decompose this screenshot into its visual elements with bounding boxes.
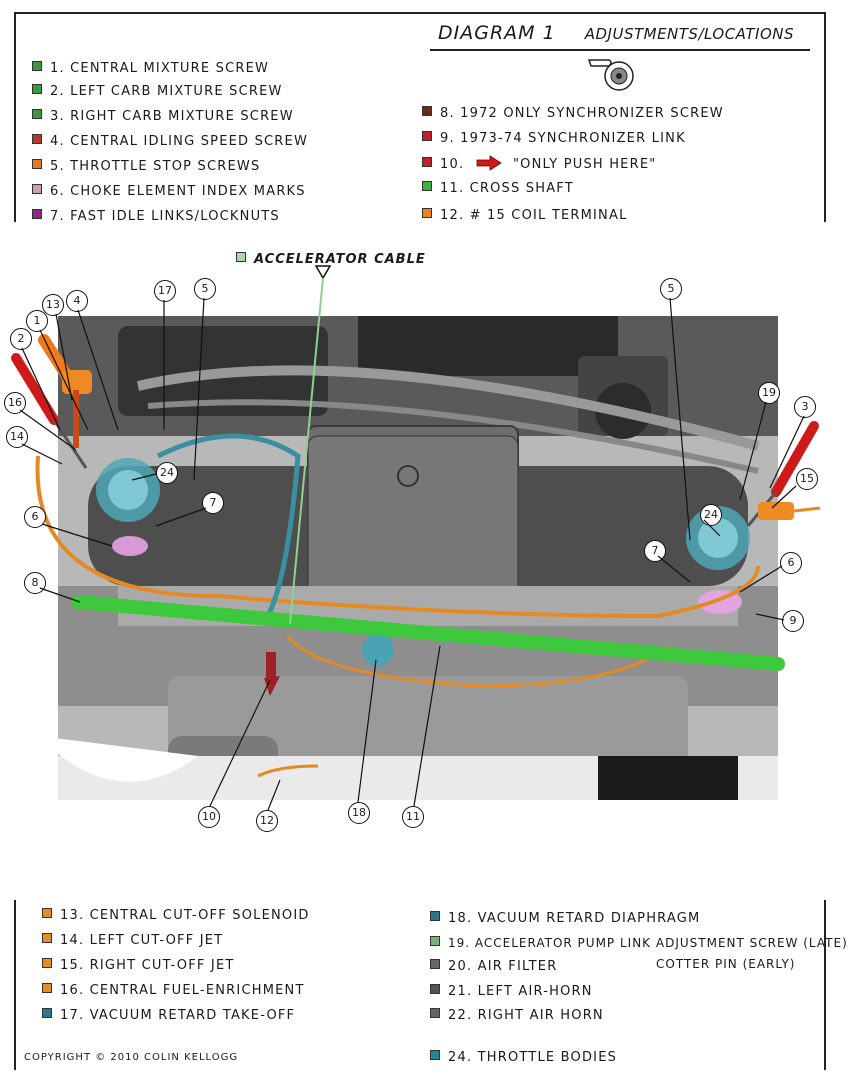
legend-item-13: 13. CENTRAL CUT-OFF SOLENOID bbox=[42, 908, 310, 923]
legend-swatch bbox=[42, 983, 52, 993]
title-text: DIAGRAM 1 bbox=[438, 22, 556, 44]
accelerator-cable-pointer bbox=[289, 265, 332, 625]
title-subtitle: ADJUSTMENTS/LOCATIONS bbox=[584, 25, 794, 43]
callout-11: 11 bbox=[402, 806, 424, 828]
legend-swatch bbox=[32, 134, 42, 144]
callout-5-right: 5 bbox=[660, 278, 682, 300]
legend-item-19-extra: COTTER PIN (EARLY) bbox=[656, 957, 796, 971]
legend-swatch bbox=[422, 131, 432, 141]
legend-item-16: 16. CENTRAL FUEL-ENRICHMENT bbox=[42, 983, 305, 998]
legend-item-18: 18. VACUUM RETARD DIAPHRAGM bbox=[430, 911, 700, 926]
callout-19: 19 bbox=[758, 382, 780, 404]
callout-9: 9 bbox=[782, 610, 804, 632]
legend-swatch bbox=[32, 159, 42, 169]
legend-swatch bbox=[42, 933, 52, 943]
legend-item-21: 21. LEFT AIR-HORN bbox=[430, 984, 593, 999]
legend-item-2: 2. LEFT CARB MIXTURE SCREW bbox=[32, 84, 283, 99]
copyright: COPYRIGHT © 2010 COLIN KELLOGG bbox=[24, 1052, 239, 1063]
legend-item-24: 24. THROTTLE BODIES bbox=[430, 1050, 617, 1065]
callout-10: 10 bbox=[198, 806, 220, 828]
legend-swatch bbox=[430, 1050, 440, 1060]
callout-18: 18 bbox=[348, 802, 370, 824]
legend-item-11: 11. CROSS SHAFT bbox=[422, 181, 574, 196]
legend-item-7: 7. FAST IDLE LINKS/LOCKNUTS bbox=[32, 209, 280, 224]
legend-swatch bbox=[422, 106, 432, 116]
legend-item-5: 5. THROTTLE STOP SCREWS bbox=[32, 159, 260, 174]
legend-item-9: 9. 1973-74 SYNCHRONIZER LINK bbox=[422, 131, 686, 146]
callout-7-left: 7 bbox=[202, 492, 224, 514]
top-frame bbox=[14, 12, 826, 222]
legend-item-20: 20. AIR FILTER bbox=[430, 959, 557, 974]
legend-item-19: 19. ACCELERATOR PUMP LINK ADJUSTMENT SCR… bbox=[430, 936, 848, 950]
right-cutoff-jet-icon bbox=[758, 502, 821, 520]
legend-swatch bbox=[422, 208, 432, 218]
legend-item-3: 3. RIGHT CARB MIXTURE SCREW bbox=[32, 109, 294, 124]
legend-item-6: 6. CHOKE ELEMENT INDEX MARKS bbox=[32, 184, 306, 199]
callout-2: 2 bbox=[10, 328, 32, 350]
title-underline bbox=[430, 49, 810, 51]
engine-photo bbox=[35, 316, 785, 800]
callout-3: 3 bbox=[794, 396, 816, 418]
callout-1: 1 bbox=[26, 310, 48, 332]
bottom-frame bbox=[14, 900, 826, 1070]
diagram-title: DIAGRAM 1 ADJUSTMENTS/LOCATIONS bbox=[438, 22, 794, 44]
legend-swatch bbox=[42, 1008, 52, 1018]
turbo-logo-icon bbox=[587, 59, 634, 91]
legend-item-12: 12. # 15 COIL TERMINAL bbox=[422, 208, 628, 223]
legend-swatch bbox=[32, 61, 42, 71]
legend-swatch bbox=[430, 984, 440, 994]
legend-item-8: 8. 1972 ONLY SYNCHRONIZER SCREW bbox=[422, 106, 724, 121]
callout-14: 14 bbox=[6, 426, 28, 448]
legend-swatch bbox=[32, 209, 42, 219]
callout-12: 12 bbox=[256, 810, 278, 832]
legend-swatch bbox=[32, 109, 42, 119]
legend-swatch bbox=[422, 157, 432, 167]
legend-swatch bbox=[430, 1008, 440, 1018]
legend-swatch bbox=[42, 908, 52, 918]
legend-swatch bbox=[32, 84, 42, 94]
legend-swatch bbox=[430, 911, 440, 921]
legend-item-17: 17. VACUUM RETARD TAKE-OFF bbox=[42, 1008, 295, 1023]
legend-item-14: 14. LEFT CUT-OFF JET bbox=[42, 933, 223, 948]
legend-swatch bbox=[430, 936, 440, 946]
legend-swatch bbox=[32, 184, 42, 194]
legend-item-1: 1. CENTRAL MIXTURE SCREW bbox=[32, 61, 269, 76]
legend-item-4: 4. CENTRAL IDLING SPEED SCREW bbox=[32, 134, 308, 149]
legend-item-10: 10. "ONLY PUSH HERE" bbox=[422, 155, 656, 172]
callout-4: 4 bbox=[66, 290, 88, 312]
legend-swatch bbox=[236, 252, 246, 262]
callout-5-left: 5 bbox=[194, 278, 216, 300]
red-arrow-icon bbox=[476, 155, 502, 171]
callout-6-right: 6 bbox=[780, 552, 802, 574]
callout-leader-lines bbox=[19, 297, 805, 811]
callout-17: 17 bbox=[154, 280, 176, 302]
legend-item-15: 15. RIGHT CUT-OFF JET bbox=[42, 958, 235, 973]
callout-24-left: 24 bbox=[156, 462, 178, 484]
callout-16: 16 bbox=[4, 392, 26, 414]
legend-swatch bbox=[430, 959, 440, 969]
legend-swatch bbox=[42, 958, 52, 968]
callout-13: 13 bbox=[42, 294, 64, 316]
callout-24-right: 24 bbox=[700, 504, 722, 526]
callout-7-right: 7 bbox=[644, 540, 666, 562]
legend-item-22: 22. RIGHT AIR HORN bbox=[430, 1008, 604, 1023]
legend-swatch bbox=[422, 181, 432, 191]
accelerator-cable-label: ACCELERATOR CABLE bbox=[236, 252, 426, 267]
callout-6-left: 6 bbox=[24, 506, 46, 528]
callout-15: 15 bbox=[796, 468, 818, 490]
